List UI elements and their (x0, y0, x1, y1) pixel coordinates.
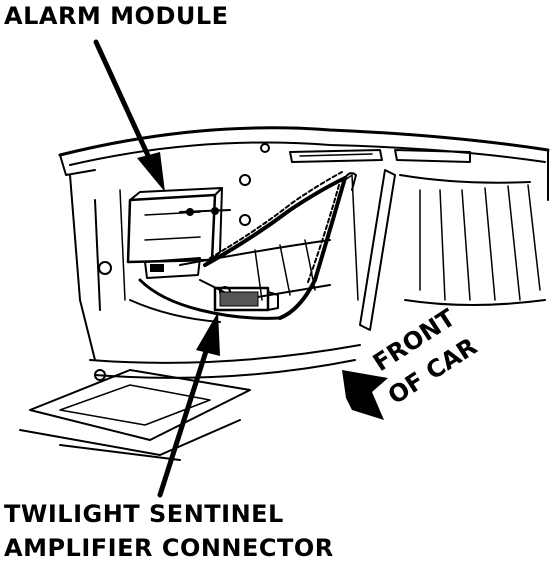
wiring-harness (129, 171, 357, 323)
dashboard-outline (19, 126, 550, 461)
alarm-module (126, 187, 231, 279)
alarm-module-label: ALARM MODULE (4, 2, 229, 30)
front-of-car-indicator: FRONT OF CAR (342, 303, 482, 420)
amplifier-connector (213, 286, 279, 312)
amplifier-connector-label: AMPLIFIER CONNECTOR (4, 534, 334, 562)
alarm-module-pointer-arrow (93, 39, 165, 192)
front-direction-arrow-icon (342, 370, 388, 420)
amplifier-pointer-arrow (157, 312, 220, 498)
twilight-sentinel-label: TWILIGHT SENTINEL (4, 500, 284, 528)
